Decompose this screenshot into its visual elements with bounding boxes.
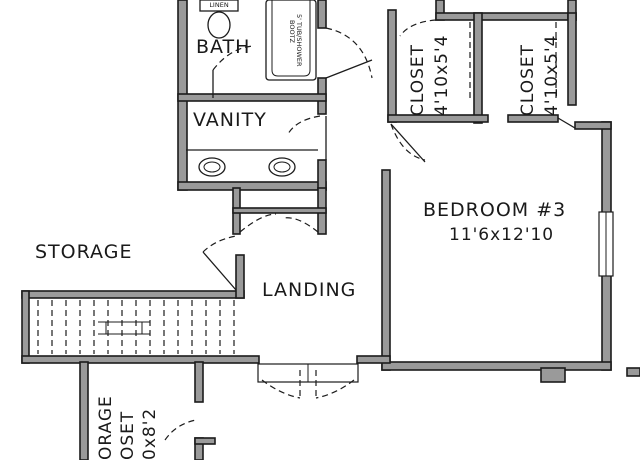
tub-label-line1: BOOTZ [288,20,296,44]
closets-area [390,19,576,163]
closet-right-size: 4'10x5'4 [542,35,562,117]
closet-left-size: 4'10x5'4 [432,35,452,117]
linen-label: LINEN [209,1,229,9]
storage-closet-line2: OSET [118,411,138,460]
storage-label: STORAGE [35,241,132,263]
landing-area [202,235,359,399]
bath-label: BATH [196,36,250,58]
landing-label: LANDING [262,279,356,301]
vanity-area [186,115,327,233]
stair-handrail [98,321,150,335]
storage-closet-line3: 0x8'2 [140,408,160,460]
tub-label-line2: 5' TUB/SHOWER [295,14,303,67]
vanity-label: VANITY [193,109,267,131]
closet-left-name: CLOSET [408,44,428,116]
storage-closet-area [164,419,197,441]
closet-right-name: CLOSET [518,44,538,116]
bath-area [199,0,373,98]
bedroom-size: 11'6x12'10 [449,225,554,245]
bedroom-name: BEDROOM #3 [423,199,566,221]
bedroom-window [598,211,614,277]
stairs [37,300,235,354]
storage-closet-line1: ORAGE [96,395,116,460]
